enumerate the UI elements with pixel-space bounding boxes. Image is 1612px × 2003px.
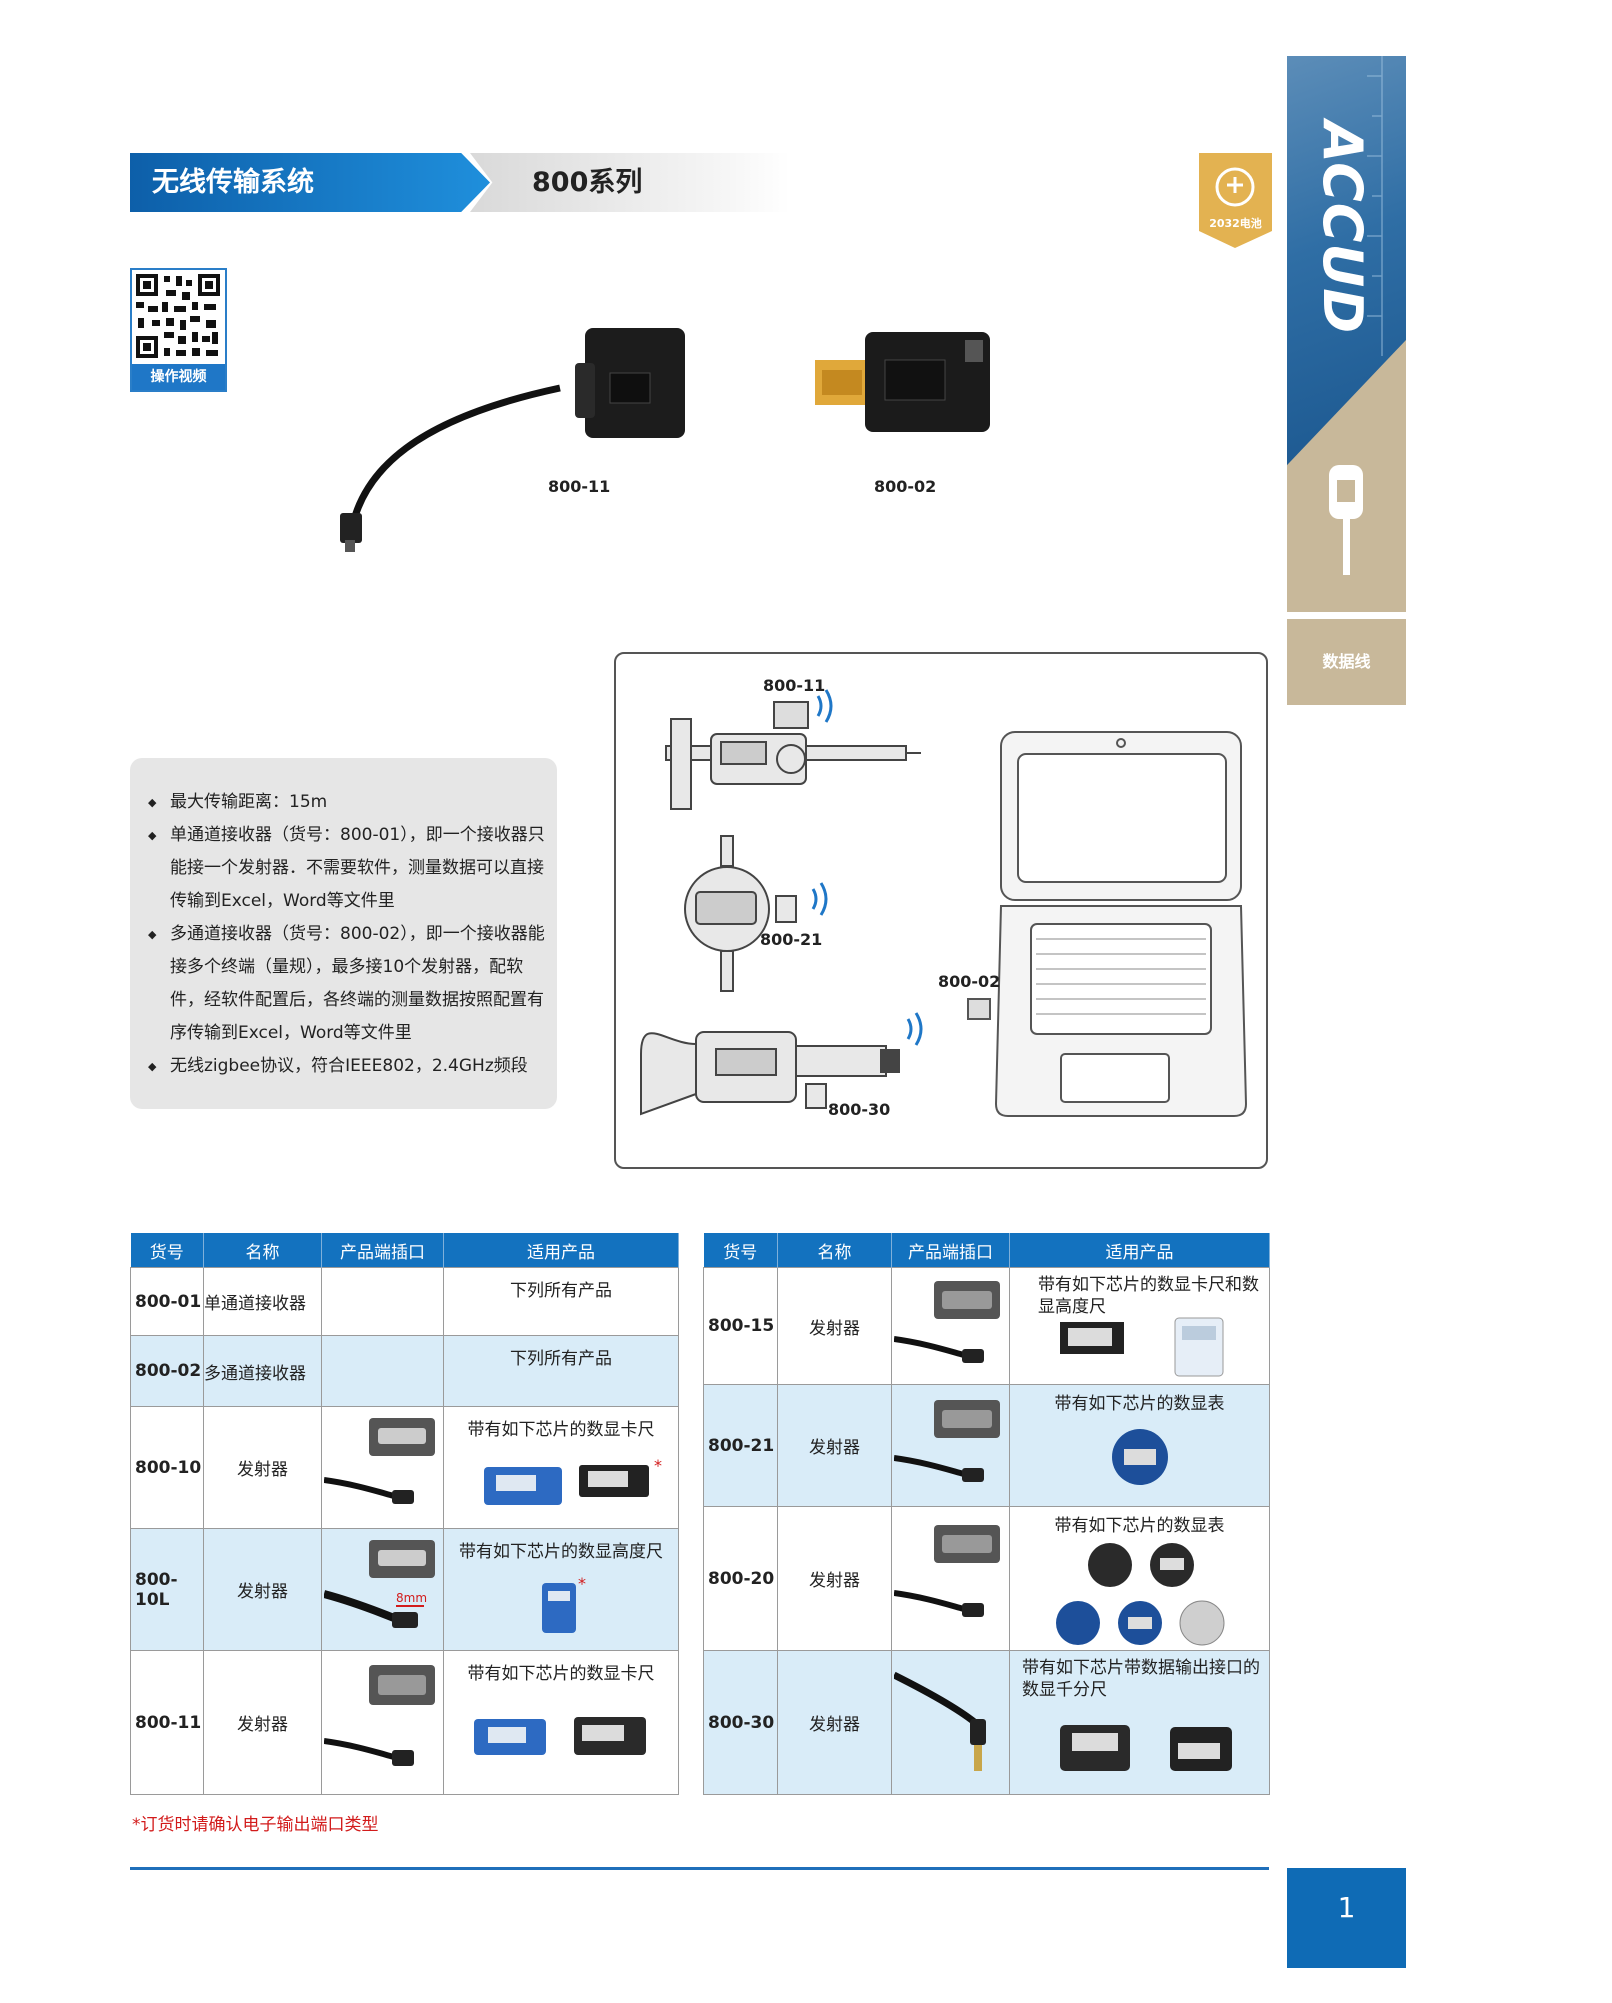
table-row: 800-10 发射器 带有如下芯片的数显卡尺 * xyxy=(130,1406,679,1529)
table-row: 800-01 单通道接收器 下列所有产品 xyxy=(130,1267,679,1336)
diagram-label-800-30: 800-30 xyxy=(828,1100,891,1119)
mini-usb-port-icon xyxy=(893,1525,1000,1617)
indicator-chips-icon xyxy=(1056,1543,1225,1646)
caliper-height-chip-icon xyxy=(1060,1317,1224,1377)
laptop-icon xyxy=(967,731,1248,1117)
applies-text: 带有如下芯片带数据输出接口的数显千分尺 xyxy=(1022,1658,1260,1700)
qr-code[interactable]: 操作视频 xyxy=(130,268,227,392)
height-gauge-chip-icon: * xyxy=(542,1577,586,1633)
category-banner: 无线传输系统 xyxy=(130,153,490,212)
caliper-chip-icon: * xyxy=(484,1459,662,1505)
footer-rule xyxy=(130,1867,1269,1870)
applies-text: 带有如下芯片的数显卡尺和数显高度尺 xyxy=(1038,1275,1259,1317)
applies-text: 带有如下芯片的数显表 xyxy=(1054,1394,1225,1414)
feature-item: 多通道接收器（货号：800-02），即一个接收器能接多个终端（量规），最多接10… xyxy=(148,918,547,1050)
svg-text:*: * xyxy=(654,1459,662,1475)
category-title: 无线传输系统 xyxy=(152,167,314,198)
col-port: 产品端插口 xyxy=(321,1233,444,1268)
audio-plug-icon xyxy=(891,1671,986,1771)
micrometer-chip-icon xyxy=(1060,1725,1232,1771)
col-code: 货号 xyxy=(703,1233,778,1268)
product-caption-800-11: 800-11 xyxy=(548,477,611,496)
feature-item: 最大传输距离：15m xyxy=(148,786,547,819)
transmitter-800-11-icon xyxy=(773,701,809,729)
product-table-right: 货号 名称 产品端插口 适用产品 800-15 发射器 带有如下芯片的数显卡尺和… xyxy=(703,1233,1270,1795)
table-row: 800-02 多通道接收器 下列所有产品 xyxy=(130,1335,679,1407)
series-banner: 800系列 xyxy=(470,153,790,212)
micro-usb-port-icon xyxy=(323,1418,435,1504)
svg-text:*: * xyxy=(578,1577,586,1593)
feature-box: 最大传输距离：15m 单通道接收器（货号：800-01），即一个接收器只能接一个… xyxy=(130,758,557,1109)
mini-usb-port-icon xyxy=(323,1665,435,1766)
table-row: 800-21 发射器 带有如下芯片的数显表 xyxy=(703,1384,1270,1507)
col-applies: 适用产品 xyxy=(1009,1233,1270,1268)
brand-logo: ACCUD xyxy=(1311,121,1374,335)
connection-diagram: 800-11 800-21 800-02 800-30 xyxy=(614,652,1268,1169)
diagram-label-800-11: 800-11 xyxy=(763,676,826,695)
mini-usb-port-icon xyxy=(893,1400,1000,1482)
table-row: 800-30 发射器 带有如下芯片带数据输出接口的数显千分尺 xyxy=(703,1650,1270,1795)
table-row: 800-15 发射器 带有如下芯片的数显卡尺和数显高度尺 xyxy=(703,1267,1270,1385)
feature-item: 单通道接收器（货号：800-01），即一个接收器只能接一个发射器．不需要软件，测… xyxy=(148,819,547,918)
diagram-drawing xyxy=(640,689,1248,1117)
applies-text: 带有如下芯片的数显表 xyxy=(1054,1516,1225,1536)
applies-text: 下列所有产品 xyxy=(510,1349,612,1369)
feature-item: 无线zigbee协议，符合IEEE802，2.4GHz频段 xyxy=(148,1050,547,1083)
diagram-label-800-02: 800-02 xyxy=(938,972,1001,991)
micrometer-icon xyxy=(640,1031,900,1116)
diagram-label-800-21: 800-21 xyxy=(760,930,823,949)
battery-text: 2032电池 xyxy=(1209,217,1262,230)
col-port: 产品端插口 xyxy=(891,1233,1010,1268)
caliper-chip-icon xyxy=(474,1717,646,1755)
product-caption-800-02: 800-02 xyxy=(874,477,937,496)
dim-label: 8mm xyxy=(396,1591,428,1605)
col-name: 名称 xyxy=(203,1233,322,1268)
table-row: 800-11 发射器 带有如下芯片的数显卡尺 xyxy=(130,1650,679,1795)
usb-cable-icon xyxy=(1329,465,1363,575)
applies-text: 带有如下芯片的数显高度尺 xyxy=(459,1542,663,1562)
qr-pattern-icon xyxy=(136,274,220,358)
caliper-icon xyxy=(665,718,921,810)
battery-badge: 2032电池 xyxy=(1199,153,1272,248)
side-label: 数据线 xyxy=(1287,619,1406,705)
micro-usb-port-icon xyxy=(322,1540,435,1628)
qr-label: 操作视频 xyxy=(132,364,225,390)
indicator-chip-icon xyxy=(1112,1429,1168,1485)
applies-text: 下列所有产品 xyxy=(510,1281,612,1301)
receiver-800-11-image xyxy=(340,328,685,552)
wireless-signal-icon xyxy=(811,689,923,1046)
col-name: 名称 xyxy=(777,1233,892,1268)
order-footnote: *订货时请确认电子输出端口类型 xyxy=(132,1815,379,1835)
series-title: 800系列 xyxy=(532,167,643,198)
col-code: 货号 xyxy=(130,1233,204,1268)
dial-indicator-icon xyxy=(684,835,797,992)
page-number: 1 xyxy=(1287,1868,1406,1968)
mini-usb-port-icon xyxy=(893,1280,1000,1363)
applies-text: 带有如下芯片的数显卡尺 xyxy=(467,1664,655,1684)
receiver-800-02-image xyxy=(815,332,990,432)
table-row: 800-20 发射器 带有如下芯片的数显表 xyxy=(703,1506,1270,1651)
product-table-left: 货号 名称 产品端插口 适用产品 800-01 单通道接收器 下列所有产品 80… xyxy=(130,1233,679,1795)
table-row: 800-10L 发射器 8mm 带有如下芯片的数显高度尺 * xyxy=(130,1528,679,1651)
ruler-background-icon xyxy=(1367,56,1383,356)
col-applies: 适用产品 xyxy=(443,1233,679,1268)
applies-text: 带有如下芯片的数显卡尺 xyxy=(467,1420,655,1440)
